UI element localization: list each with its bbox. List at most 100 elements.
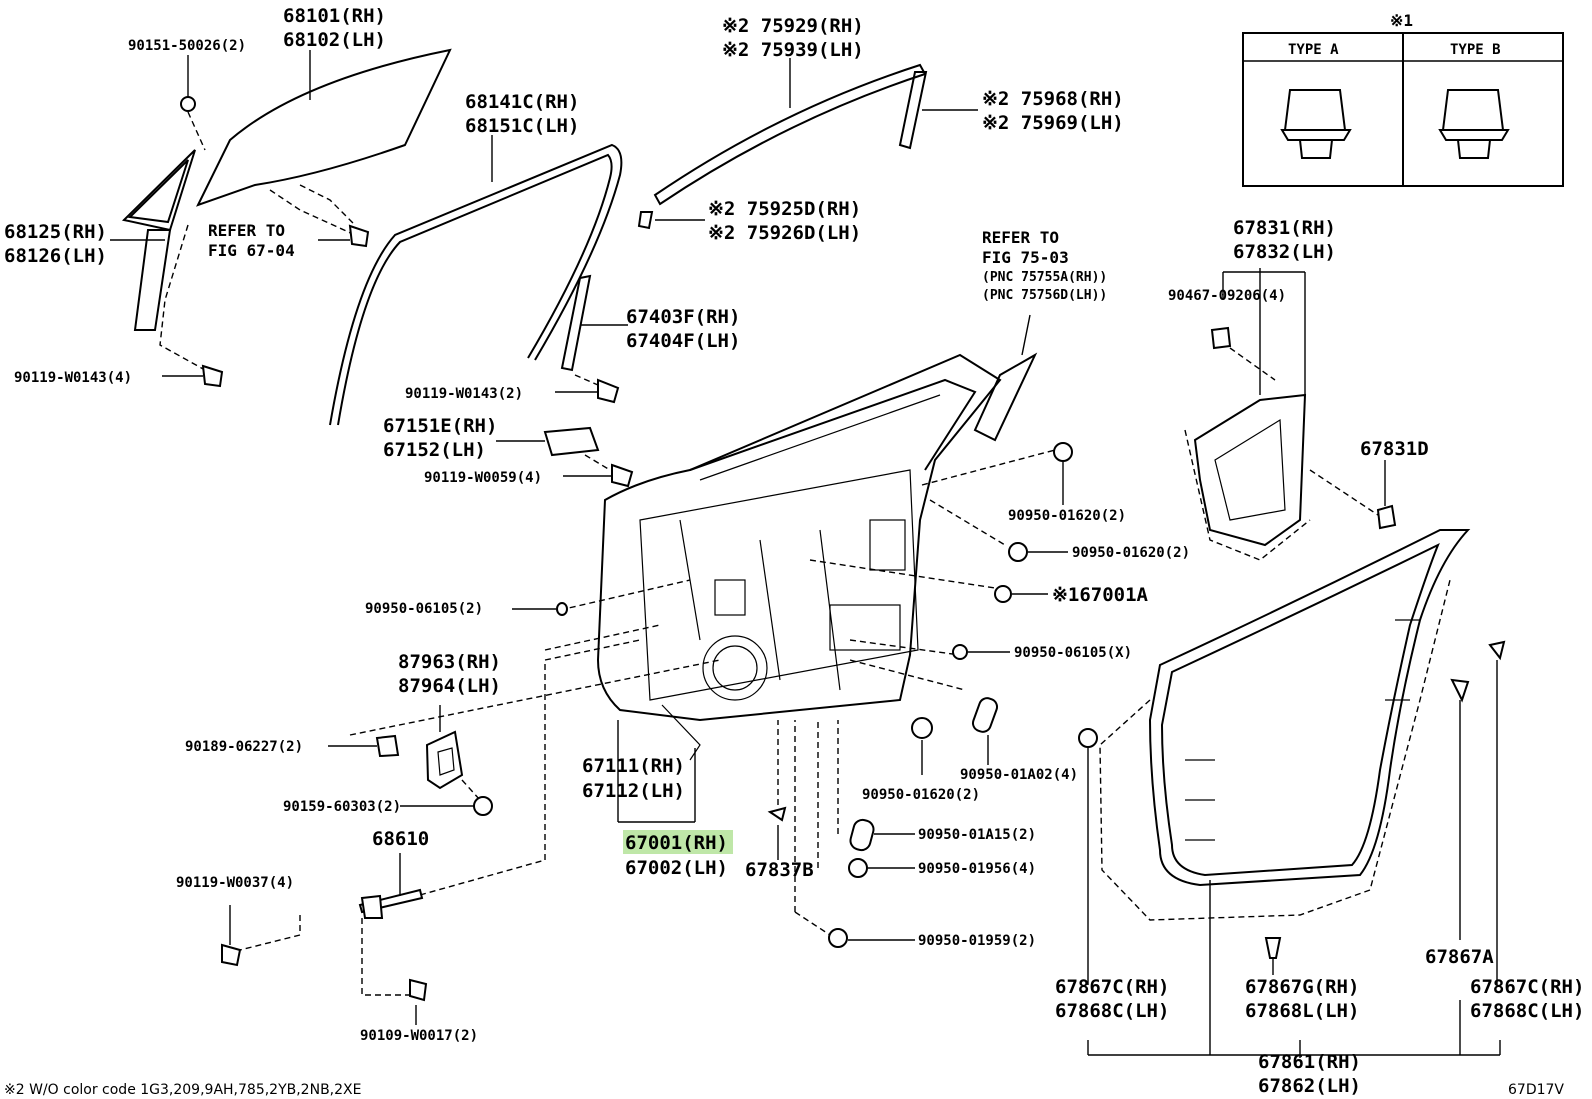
label-01620-a: 90950-01620(2): [1008, 508, 1126, 524]
label-68610: 68610: [372, 828, 429, 850]
label-68141c: 68141C(RH): [465, 91, 579, 113]
quarter-bolt: [162, 364, 224, 388]
screw-90159: [400, 796, 493, 816]
label-68101: 68101(RH): [283, 5, 386, 27]
label-90119-w0037: 90119-W0037(4): [176, 875, 294, 891]
label-refer-a2: FIG 67-04: [208, 241, 295, 260]
label-67151e: 67151E(RH): [383, 415, 497, 437]
label-67862: 67862(LH): [1258, 1075, 1361, 1097]
glass-screw: [180, 55, 206, 151]
label-refer-b1: REFER TO: [982, 228, 1059, 247]
label-67001a: ※167001A: [1052, 584, 1149, 606]
label-75929: ※2 75929(RH): [722, 15, 864, 37]
weatherstrip-bracket-lines: [1087, 880, 1501, 1058]
plug-90950-01a02: [971, 697, 999, 765]
clip-type-a-icon: [1280, 89, 1352, 159]
label-90151: 90151-50026(2): [128, 38, 246, 54]
label-67403f: 67403F(RH): [626, 306, 740, 328]
pillar-moulding: [898, 71, 978, 150]
plug-90950-01a15: [837, 720, 915, 852]
clip-67867a: [1450, 678, 1470, 940]
label-67867c-right: 67867C(RH): [1470, 976, 1584, 998]
moulding-end-piece: [637, 211, 705, 230]
label-67868c-right: 67868C(LH): [1470, 1000, 1584, 1022]
quarter-window: [110, 149, 206, 371]
door-stop-87963: [425, 705, 481, 801]
label-75969: ※2 75969(LH): [982, 112, 1124, 134]
clip-67831d: [1309, 460, 1397, 530]
label-67152: 67152(LH): [383, 439, 486, 461]
door-check-68610: [239, 853, 424, 996]
label-67002: 67002(LH): [625, 857, 728, 879]
clip-type-b-icon: [1438, 89, 1510, 159]
plug-90950-06105-x: [952, 644, 1010, 660]
label-75968: ※2 75968(RH): [982, 88, 1124, 110]
belt-moulding-upper: [653, 58, 927, 206]
door-weatherstrip: [1099, 529, 1471, 921]
label-01620-c: 90950-01620(2): [862, 787, 980, 803]
label-bolt-mid: 90119-W0143(2): [405, 386, 523, 402]
label-refer-b2: FIG 75-03: [982, 248, 1069, 267]
figure-code: 67D17V: [1508, 1082, 1564, 1098]
bolt-90109-w0017: [409, 978, 428, 1025]
label-75939: ※2 75939(LH): [722, 39, 864, 61]
label-67867g: 67867G(RH): [1245, 976, 1359, 998]
label-67861: 67861(RH): [1258, 1051, 1361, 1073]
refer-screw-icon: [318, 224, 370, 248]
label-90189: 90189-06227(2): [185, 739, 303, 755]
plug-90950-01959: [794, 720, 915, 948]
label-67832: 67832(LH): [1233, 241, 1336, 263]
label-01620-b: 90950-01620(2): [1072, 545, 1190, 561]
label-67831: 67831(RH): [1233, 217, 1336, 239]
label-68151c: 68151C(LH): [465, 115, 579, 137]
label-01956: 90950-01956(4): [918, 861, 1036, 877]
hole-plug-67001a: [994, 585, 1048, 603]
label-67867a: 67867A: [1425, 946, 1494, 968]
label-68125: 68125(RH): [4, 221, 107, 243]
label-06105-x: 90950-06105(X): [1014, 645, 1132, 661]
label-01a02: 90950-01A02(4): [960, 767, 1078, 783]
plug-90950-01620-top: [1053, 442, 1073, 505]
clip-67867c-left: [1078, 728, 1098, 985]
legend-type-b: TYPE B: [1450, 42, 1501, 58]
label-68102: 68102(LH): [283, 29, 386, 51]
label-87964: 87964(LH): [398, 675, 501, 697]
plug-90950-01956: [817, 720, 915, 878]
clip-67867c-right: [1488, 640, 1506, 985]
bracket-67151e: [496, 426, 611, 471]
label-75926d: ※2 75926D(LH): [708, 222, 861, 244]
panel-67837b: [767, 720, 787, 860]
label-01a15: 90950-01A15(2): [918, 827, 1036, 843]
label-67831d: 67831D: [1360, 438, 1429, 460]
label-refer-b4: (PNC 75756D(LH)): [982, 288, 1107, 303]
channel-bolt: [555, 378, 620, 404]
glass-run: [329, 135, 623, 426]
label-90159: 90159-60303(2): [283, 799, 401, 815]
highlight-67001: [623, 830, 733, 854]
label-67837b: 67837B: [745, 859, 814, 881]
type-legend-box: ※1 TYPE A TYPE B: [1242, 11, 1564, 187]
label-67867c-left: 67867C(RH): [1055, 976, 1169, 998]
label-67404f: 67404F(LH): [626, 330, 740, 352]
door-bracket-lines: [617, 720, 696, 823]
part-labels: 68101(RH) 68102(LH) 90151-50026(2) 68141…: [4, 5, 1584, 1097]
bolt-90119-w0037: [221, 905, 242, 967]
label-67001: 67001(RH): [625, 832, 728, 854]
door-rear-trim: [973, 314, 1038, 442]
label-90109: 90109-W0017(2): [360, 1028, 478, 1044]
door-panel: [596, 353, 1002, 761]
label-bolt-w0059: 90119-W0059(4): [424, 470, 542, 486]
door-glass: [196, 48, 452, 236]
label-75925d: ※2 75925D(RH): [708, 198, 861, 220]
service-cover-67831: [1184, 268, 1311, 561]
label-01959: 90950-01959(2): [918, 933, 1036, 949]
legend-mark: ※1: [1390, 11, 1413, 30]
clip-67867g: [1264, 937, 1282, 975]
bracket-bolt: [563, 463, 634, 488]
screw-90189: [328, 734, 400, 758]
plug-90950-06105-left: [512, 602, 568, 616]
label-87963: 87963(RH): [398, 651, 501, 673]
label-refer-b3: (PNC 75755A(RH)): [982, 270, 1107, 285]
label-67112: 67112(LH): [582, 780, 685, 802]
